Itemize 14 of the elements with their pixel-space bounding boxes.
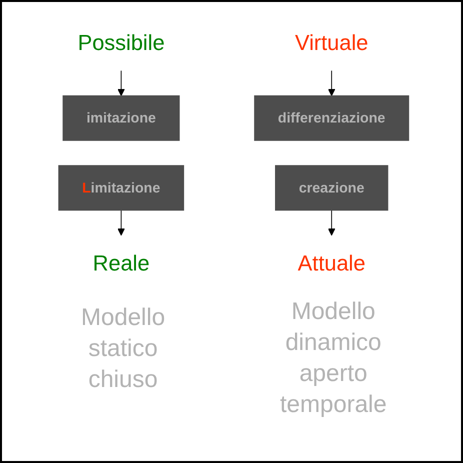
note-text: Modello dinamico aperto temporale xyxy=(280,297,387,420)
arrow xyxy=(328,210,336,236)
term-label: Possibile xyxy=(78,30,165,55)
arrow xyxy=(118,70,125,96)
process-box: Limitazione xyxy=(58,165,184,211)
term-label: Attuale xyxy=(298,250,366,276)
arrow xyxy=(118,210,125,236)
term-label: Virtuale xyxy=(294,30,368,55)
process-box: creazione xyxy=(275,165,388,211)
note-text: Modello statico chiuso xyxy=(81,303,166,395)
arrow xyxy=(328,70,336,96)
process-box: differenziazione xyxy=(254,95,410,141)
process-box: imitazione xyxy=(62,95,180,141)
term-label: Reale xyxy=(92,250,150,276)
